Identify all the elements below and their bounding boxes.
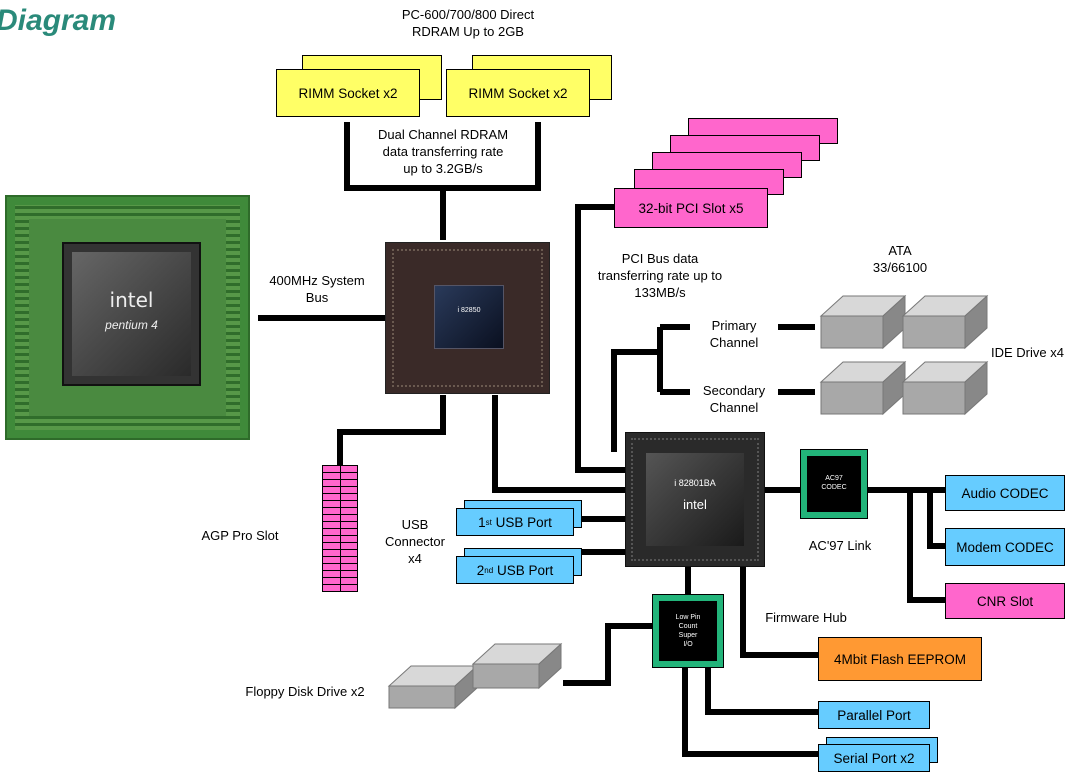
rimm-socket-2: RIMM Socket x2: [446, 69, 590, 117]
audio-codec: Audio CODEC: [945, 475, 1065, 511]
page-title: Diagram: [0, 4, 117, 37]
floppy-label: Floppy Disk Drive x2: [245, 684, 365, 699]
floppy-drives: [387, 642, 563, 710]
agp-pro-slot: [322, 465, 358, 592]
memory-controller-hub-chip: i 82850: [385, 242, 550, 394]
cnr-slot: CNR Slot: [945, 583, 1065, 619]
io-controller-hub-chip: i 82801BA intel: [625, 432, 765, 567]
modem-codec: Modem CODEC: [945, 528, 1065, 566]
rimm-socket-1: RIMM Socket x2: [276, 69, 420, 117]
ide-drive-label: IDE Drive x4: [991, 345, 1064, 360]
agp-label: AGP Pro Slot: [201, 528, 279, 543]
pentium-4-cpu: intel pentium 4: [5, 195, 250, 440]
intel-logo: intel: [109, 288, 154, 312]
ide-drives: [819, 294, 989, 416]
pentium-logo: pentium 4: [105, 318, 158, 332]
serial-port: Serial Port x2: [818, 744, 930, 772]
pci-slot: 32-bit PCI Slot x5: [614, 188, 768, 228]
ac97-link-label: AC'97 Link: [808, 538, 872, 553]
firmware-hub-label: Firmware Hub: [765, 610, 847, 625]
flash-eeprom: 4Mbit Flash EEPROM: [818, 637, 982, 681]
parallel-port: Parallel Port: [818, 701, 930, 729]
